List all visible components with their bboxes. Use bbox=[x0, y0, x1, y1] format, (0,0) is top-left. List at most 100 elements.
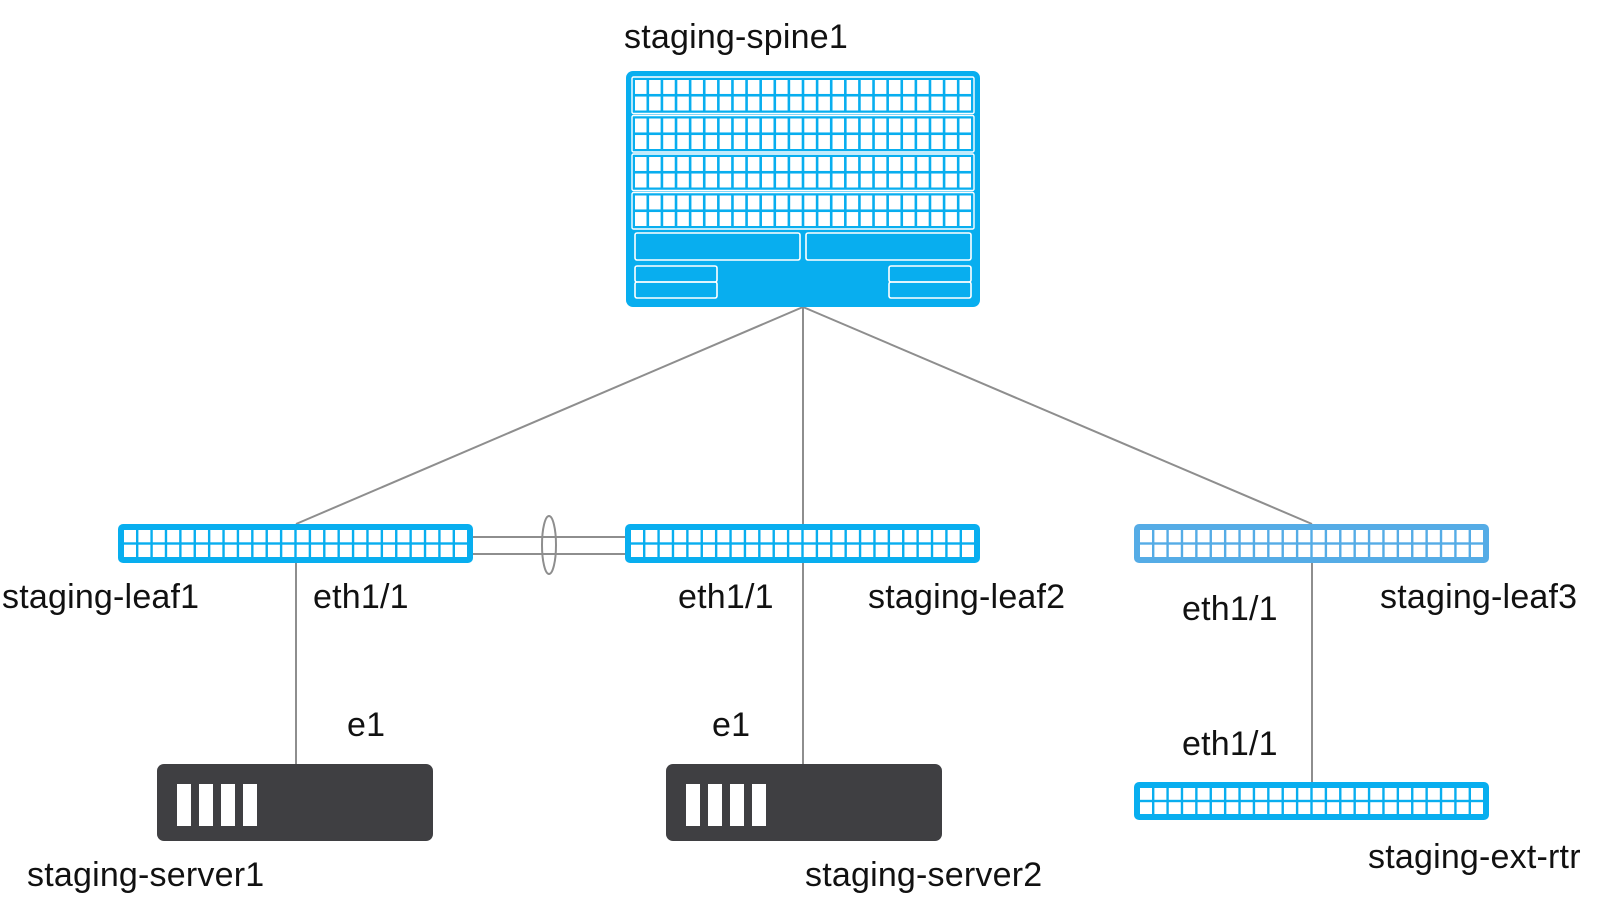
switch-port bbox=[733, 157, 746, 171]
switch-port bbox=[945, 135, 957, 149]
switch-port bbox=[152, 544, 165, 557]
server-drive-bay bbox=[221, 784, 235, 826]
switch-port bbox=[239, 544, 252, 557]
switch-port bbox=[659, 530, 672, 543]
switch-port bbox=[702, 530, 715, 543]
switch-port bbox=[705, 118, 718, 133]
spine1-linecard bbox=[631, 153, 975, 192]
switch-port bbox=[705, 173, 718, 188]
switch-port bbox=[674, 530, 687, 543]
switch-port bbox=[832, 135, 845, 149]
node-leaf2[interactable] bbox=[625, 524, 980, 563]
switch-port bbox=[719, 80, 732, 94]
label-extrtr: staging-ext-rtr bbox=[1368, 838, 1581, 876]
switch-port bbox=[747, 80, 760, 94]
switch-port bbox=[931, 80, 943, 94]
switch-port bbox=[959, 212, 971, 226]
switch-port bbox=[890, 530, 903, 543]
switch-port bbox=[776, 135, 788, 149]
switch-port bbox=[1183, 544, 1196, 557]
switch-port bbox=[1154, 788, 1167, 800]
switch-port bbox=[1384, 530, 1397, 543]
spine1-linecard bbox=[631, 114, 975, 153]
server-drive-bay bbox=[686, 784, 700, 826]
switch-port bbox=[1255, 544, 1268, 557]
switch-port bbox=[677, 96, 689, 111]
switch-port bbox=[917, 96, 929, 111]
switch-port bbox=[818, 96, 830, 111]
switch-port bbox=[649, 118, 661, 133]
switch-port bbox=[832, 173, 845, 188]
switch-port bbox=[1355, 788, 1368, 800]
switch-port bbox=[860, 118, 873, 133]
switch-port bbox=[645, 544, 658, 557]
switch-port bbox=[705, 195, 718, 210]
switch-port bbox=[931, 135, 943, 149]
switch-port bbox=[649, 135, 661, 149]
node-extrtr[interactable] bbox=[1134, 782, 1489, 820]
label-extrtr-port: eth1/1 bbox=[1182, 725, 1278, 763]
server-drive-bay bbox=[730, 784, 744, 826]
switch-port bbox=[1183, 530, 1196, 543]
switch-port bbox=[339, 530, 352, 543]
switch-port bbox=[903, 173, 915, 188]
switch-port bbox=[311, 530, 324, 543]
switch-port bbox=[635, 80, 647, 94]
switch-port bbox=[719, 157, 732, 171]
switch-port bbox=[888, 195, 901, 210]
switch-port bbox=[1240, 544, 1253, 557]
switch-port bbox=[649, 96, 661, 111]
switch-port bbox=[383, 544, 396, 557]
switch-port bbox=[325, 544, 338, 557]
switch-port bbox=[691, 80, 703, 94]
switch-port bbox=[645, 530, 658, 543]
switch-port bbox=[1370, 544, 1383, 557]
switch-port bbox=[818, 212, 830, 226]
switch-port bbox=[663, 135, 675, 149]
switch-port bbox=[846, 530, 859, 543]
switch-port bbox=[945, 157, 957, 171]
leaf3-chassis bbox=[1134, 524, 1489, 563]
switch-port bbox=[635, 173, 647, 188]
switch-port bbox=[663, 212, 675, 226]
switch-port bbox=[1471, 788, 1483, 800]
switch-port bbox=[649, 195, 661, 210]
node-leaf3[interactable] bbox=[1134, 524, 1489, 563]
node-server2[interactable] bbox=[666, 764, 942, 841]
switch-port bbox=[860, 212, 873, 226]
switch-port bbox=[635, 96, 647, 111]
switch-port bbox=[659, 544, 672, 557]
switch-port bbox=[959, 96, 971, 111]
switch-port bbox=[731, 530, 744, 543]
switch-port bbox=[1168, 802, 1181, 814]
switch-port bbox=[1183, 788, 1196, 800]
switch-port bbox=[1370, 530, 1383, 543]
switch-port bbox=[1226, 544, 1239, 557]
switch-port bbox=[959, 195, 971, 210]
switch-port bbox=[933, 544, 946, 557]
switch-port bbox=[832, 118, 845, 133]
switch-port bbox=[776, 212, 788, 226]
switch-port bbox=[931, 173, 943, 188]
switch-port bbox=[959, 135, 971, 149]
switch-port bbox=[1442, 788, 1455, 800]
switch-port bbox=[210, 530, 223, 543]
switch-port bbox=[455, 530, 467, 543]
node-spine1[interactable] bbox=[626, 71, 980, 307]
switch-port bbox=[804, 135, 816, 149]
node-leaf1[interactable] bbox=[118, 524, 473, 563]
switch-port bbox=[747, 96, 760, 111]
switch-port bbox=[760, 544, 773, 557]
switch-port bbox=[1341, 802, 1354, 814]
switch-port bbox=[1370, 802, 1383, 814]
switch-port bbox=[804, 173, 816, 188]
switch-port bbox=[1168, 544, 1181, 557]
switch-port bbox=[239, 530, 252, 543]
switch-port bbox=[846, 118, 859, 133]
switch-port bbox=[1341, 788, 1354, 800]
nodes-layer bbox=[118, 71, 1489, 841]
node-server1[interactable] bbox=[157, 764, 433, 841]
switch-port bbox=[761, 118, 774, 133]
link-spine1-leaf1 bbox=[295, 306, 804, 525]
switch-port bbox=[731, 544, 744, 557]
